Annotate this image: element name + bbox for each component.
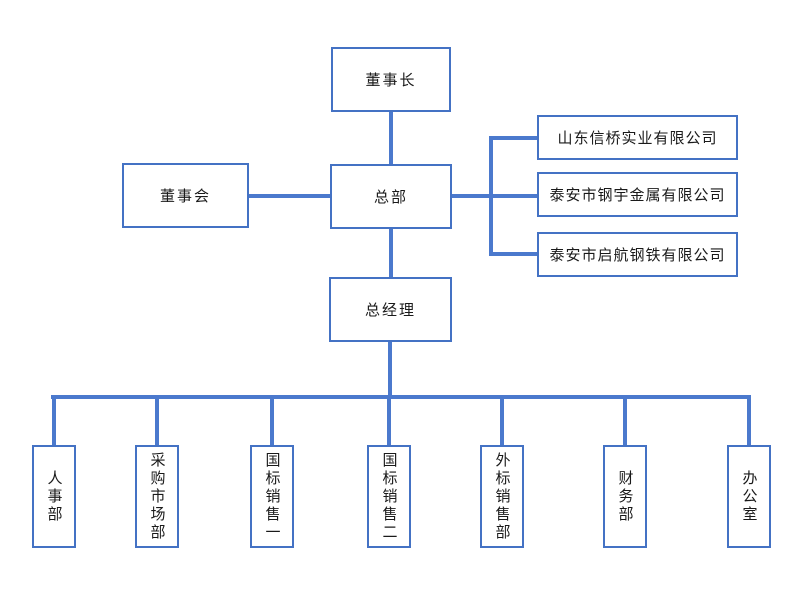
org-node-chairman[interactable]: 董事长 <box>331 47 451 112</box>
org-node-dept-guobiaoxiaoshou2-label: 国标销售二 <box>380 451 398 542</box>
connector-drop-dept-4 <box>387 395 391 446</box>
org-node-dept-caigoushichangbu[interactable]: 采购市场部 <box>135 445 179 548</box>
connector-drop-dept-2 <box>155 395 159 446</box>
org-node-general-manager[interactable]: 总经理 <box>329 277 452 342</box>
connector-chairman-hq <box>389 112 393 166</box>
connector-subsidiary-3-stub <box>489 252 537 256</box>
org-node-subsidiary-3[interactable]: 泰安市启航钢铁有限公司 <box>537 232 738 277</box>
connector-board-hq <box>249 194 332 198</box>
org-node-dept-waibiaoxiaoshoubu[interactable]: 外标销售部 <box>480 445 524 548</box>
org-node-subsidiary-2[interactable]: 泰安市钢宇金属有限公司 <box>537 172 738 217</box>
org-node-subsidiary-3-label: 泰安市启航钢铁有限公司 <box>549 247 726 264</box>
connector-hq-subsidiaries <box>452 194 537 198</box>
org-node-dept-renshibu[interactable]: 人事部 <box>32 445 76 548</box>
org-node-dept-guobiaoxiaoshou1[interactable]: 国标销售一 <box>250 445 294 548</box>
org-node-subsidiary-2-label: 泰安市钢宇金属有限公司 <box>549 187 726 204</box>
connector-drop-dept-1 <box>52 395 56 446</box>
org-node-chairman-label: 董事长 <box>365 72 417 89</box>
org-node-dept-guobiaoxiaoshou1-label: 国标销售一 <box>263 451 281 542</box>
connector-hq-gm <box>389 229 393 279</box>
org-node-general-manager-label: 总经理 <box>364 302 416 319</box>
org-node-dept-caiwubu[interactable]: 财务部 <box>603 445 647 548</box>
org-node-board[interactable]: 董事会 <box>122 163 249 228</box>
connector-drop-dept-3 <box>270 395 274 446</box>
connector-drop-dept-7 <box>747 395 751 446</box>
connector-subsidiaries-vbus <box>489 136 493 256</box>
org-node-headquarters-label: 总部 <box>373 189 408 206</box>
org-node-dept-guobiaoxiaoshou2[interactable]: 国标销售二 <box>367 445 411 548</box>
org-node-dept-waibiaoxiaoshoubu-label: 外标销售部 <box>493 451 511 542</box>
org-node-dept-renshibu-label: 人事部 <box>45 469 63 524</box>
connector-drop-dept-5 <box>500 395 504 446</box>
org-node-board-label: 董事会 <box>159 188 211 205</box>
org-node-subsidiary-1-label: 山东信桥实业有限公司 <box>557 130 718 147</box>
connector-subsidiary-1-stub <box>489 136 537 140</box>
connector-departments-hbus <box>51 395 751 399</box>
org-node-dept-bangongshi[interactable]: 办公室 <box>727 445 771 548</box>
connector-gm-bus <box>388 342 392 398</box>
org-node-dept-bangongshi-label: 办公室 <box>740 469 758 524</box>
org-node-dept-caigoushichangbu-label: 采购市场部 <box>148 451 166 542</box>
connector-drop-dept-6 <box>623 395 627 446</box>
org-node-subsidiary-1[interactable]: 山东信桥实业有限公司 <box>537 115 738 160</box>
org-node-headquarters[interactable]: 总部 <box>330 164 452 229</box>
org-node-dept-caiwubu-label: 财务部 <box>616 469 634 524</box>
